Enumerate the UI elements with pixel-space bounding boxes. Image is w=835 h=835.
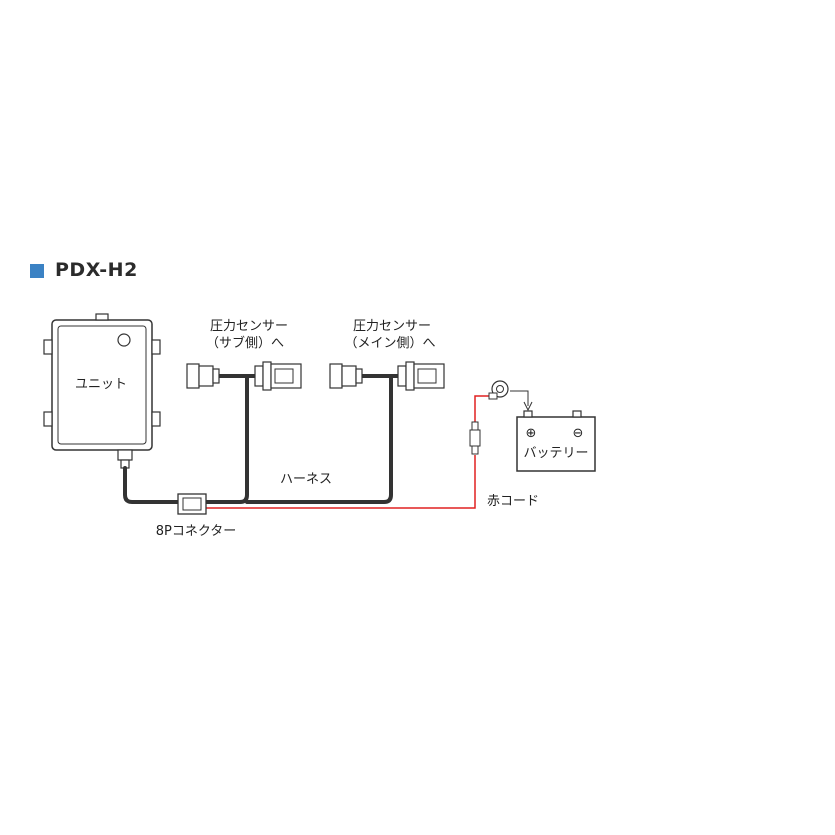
- main-sensor-connector: [329, 361, 445, 391]
- arrow-line: [510, 390, 529, 406]
- sub-sensor-label-line2: （サブ側）へ: [206, 335, 284, 351]
- sub-sensor-connector: [186, 361, 302, 391]
- red-cord-label: 赤コード: [487, 494, 539, 509]
- red-cord-plug: [469, 421, 481, 455]
- battery-minus-icon: ⊖: [573, 426, 584, 441]
- battery: [516, 410, 596, 472]
- unit-label: ユニット: [75, 377, 127, 392]
- unit-box: [43, 313, 161, 469]
- red-cord-line: [206, 455, 476, 509]
- battery-label: バッテリー: [523, 446, 588, 461]
- 8p-connector: [177, 493, 207, 515]
- page-title: PDX-H2: [55, 259, 138, 281]
- harness-cable: [123, 374, 393, 504]
- arrow-down-icon: [523, 401, 533, 412]
- main-sensor-label-line1: 圧力センサー: [353, 319, 431, 334]
- ring-terminal-icon: [488, 380, 509, 400]
- connector-label: 8Pコネクター: [156, 524, 237, 539]
- harness-label: ハーネス: [280, 472, 332, 487]
- main-sensor-label-line2: （メイン側）へ: [344, 336, 435, 351]
- title-square-icon: [30, 264, 44, 278]
- sub-sensor-label-line1: 圧力センサー: [210, 319, 288, 334]
- battery-plus-icon: ⊕: [526, 426, 537, 441]
